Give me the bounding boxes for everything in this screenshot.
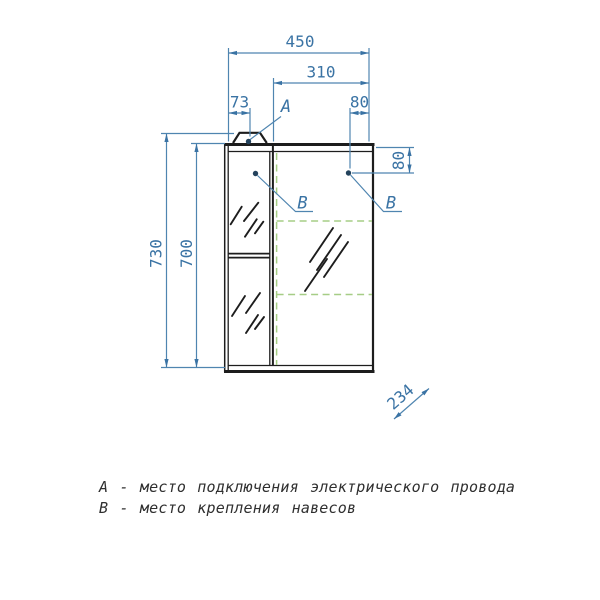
legend-line-a: А - место подключения электрического про… xyxy=(99,478,516,496)
dim-label-700: 700 xyxy=(177,239,196,268)
callout-b-left-label: B xyxy=(297,194,307,214)
dim-label-80-top: 80 xyxy=(350,93,369,112)
mounting-point-dots xyxy=(245,138,352,177)
legend: А - место подключения электрического про… xyxy=(99,477,515,519)
point-b-right-hinge-dot xyxy=(345,170,352,176)
dim-label-73: 73 xyxy=(230,93,249,112)
dimension-arrowheads xyxy=(164,50,429,419)
dimension-lines xyxy=(161,48,430,420)
leader-line-b-left xyxy=(257,175,313,213)
hidden-shelf-lines xyxy=(275,153,372,365)
point-b-left-hinge-dot xyxy=(252,170,259,177)
dim-label-80-side: 80 xyxy=(389,151,408,170)
callout-b-right-label: B xyxy=(386,194,396,214)
mirror-hatch-door-top xyxy=(229,201,265,238)
leader-line-a xyxy=(249,116,282,141)
mirror-hatch-right-panel xyxy=(304,227,349,292)
cabinet-outline xyxy=(223,131,375,373)
legend-line-b: В - место крепления навесов xyxy=(99,499,357,517)
dim-label-234-depth: 234 xyxy=(383,380,417,413)
dim-label-450: 450 xyxy=(286,32,315,51)
mirror-hatching xyxy=(229,201,349,334)
point-a-electrical-dot xyxy=(245,138,252,145)
callout-a-label: A xyxy=(280,97,291,117)
leader-line-b-right xyxy=(350,174,402,213)
dim-label-310: 310 xyxy=(307,63,336,82)
mirror-hatch-door-bottom xyxy=(231,292,265,334)
dim-label-730: 730 xyxy=(147,239,166,268)
